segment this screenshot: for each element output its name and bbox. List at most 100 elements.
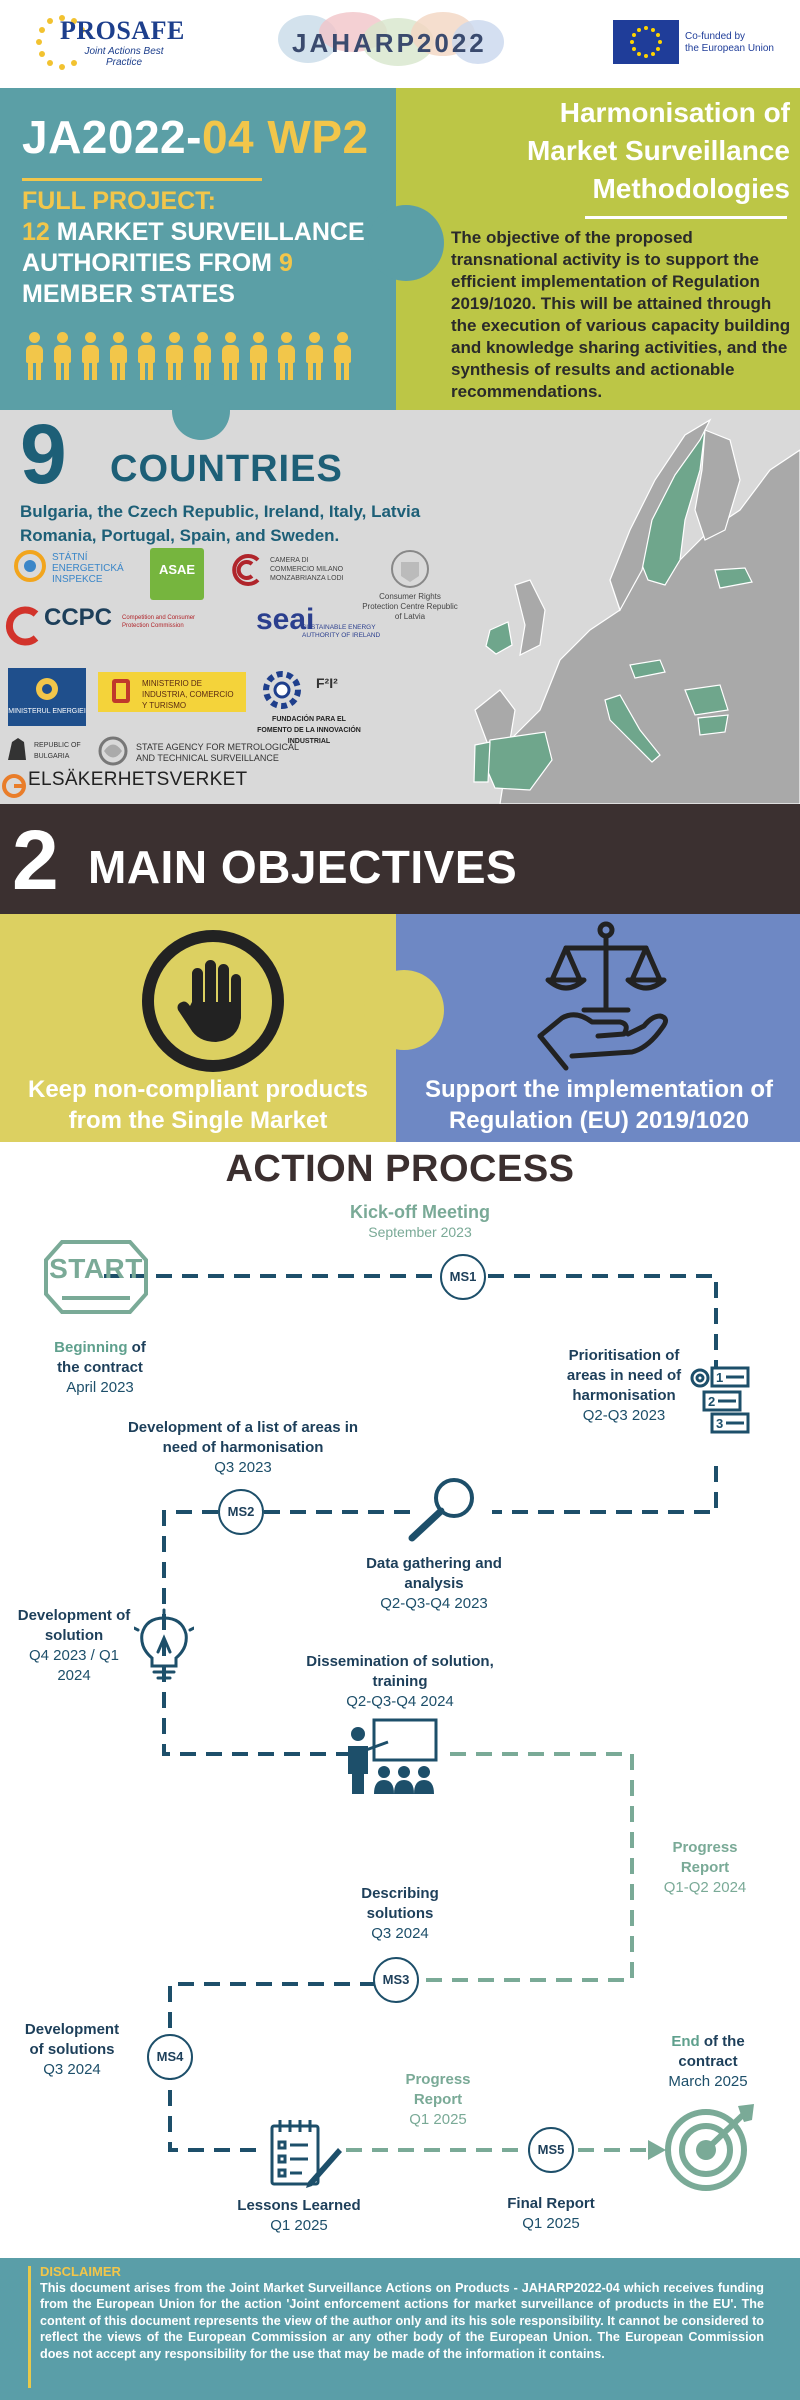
lessons-learned-date: Q1 2025 bbox=[270, 2217, 328, 2234]
jaharp-wordmark: JAHARP2022 bbox=[292, 28, 487, 58]
kickoff-title: Kick-off Meeting bbox=[349, 1202, 490, 1222]
end-title-b: of the bbox=[699, 2033, 745, 2050]
eu-flag-icon bbox=[613, 20, 679, 64]
bulgaria-lion-icon bbox=[8, 738, 26, 760]
inspekce-logo-text: STÁTNÍ ENERGETICKÁ INSPEKCE bbox=[52, 552, 124, 585]
person-icon bbox=[190, 332, 214, 380]
objectives-puzzle-notch bbox=[364, 970, 444, 1050]
person-icon bbox=[78, 332, 102, 380]
dissemination-title: Dissemination of solution, training bbox=[306, 1653, 494, 1690]
start-badge-icon bbox=[44, 1240, 148, 1314]
beginning-title-b: of bbox=[127, 1339, 146, 1356]
seai-logo: seai SUSTAINABLE ENERGY AUTHORITY OF IRE… bbox=[256, 605, 406, 652]
ccpc-subtitle: Competition and Consumer Protection Comm… bbox=[122, 615, 196, 629]
dev-solutions-date: Q3 2024 bbox=[43, 2061, 101, 2078]
disclaimer-panel bbox=[0, 2258, 800, 2400]
milestone-ms5: MS5 bbox=[528, 2127, 574, 2173]
disclaimer-title: DISCLAIMER bbox=[40, 2264, 121, 2279]
bulgaria-text: REPUBLIC OF BULGARIA bbox=[34, 742, 81, 760]
eu-text: Co-funded by the European Union bbox=[685, 31, 774, 55]
data-gathering-date: Q2-Q3-Q4 2023 bbox=[380, 1595, 488, 1612]
eu-cofunded-logo: Co-funded by the European Union bbox=[613, 20, 781, 66]
elsak-emblem-icon bbox=[2, 774, 26, 798]
romania-crest-icon bbox=[36, 678, 58, 700]
dev-list-date: Q3 2023 bbox=[214, 1459, 272, 1476]
lessons-learned-title: Lessons Learned bbox=[237, 2197, 361, 2214]
asae-logo: ASAE bbox=[150, 548, 204, 600]
countries-puzzle-notch bbox=[172, 382, 230, 440]
project-code-underline bbox=[22, 178, 262, 181]
milestone-ms2: MS2 bbox=[218, 1489, 264, 1535]
objectives-banner bbox=[0, 804, 800, 914]
inspekce-logo: STÁTNÍ ENERGETICKÁ INSPEKCE bbox=[12, 548, 132, 588]
dev-solutions-label: Development of solutions Q3 2024 bbox=[22, 2020, 122, 2080]
kickoff-label: Kick-off Meeting September 2023 bbox=[340, 1202, 500, 1242]
project-code: JA2022-04 WP2 bbox=[22, 110, 369, 164]
disclaimer-accent-bar bbox=[28, 2266, 31, 2388]
full-project-line2: AUTHORITIES FROM bbox=[22, 249, 279, 277]
end-title-a: End bbox=[671, 2033, 700, 2050]
dev-solutions-title: Development of solutions bbox=[24, 2021, 120, 2058]
people-icon-row bbox=[22, 332, 382, 384]
harmonisation-underline bbox=[585, 216, 787, 219]
hero-right-panel bbox=[396, 88, 800, 410]
prosafe-name: PROSAFE bbox=[60, 16, 185, 45]
beginning-title-c: the contract bbox=[57, 1359, 143, 1376]
fundacion-text: FUNDACIÓN PARA EL FOMENTO DE LA INNOVACI… bbox=[257, 716, 361, 745]
latvia-consumer-logo: Consumer Rights Protection Centre Republ… bbox=[362, 546, 458, 624]
person-icon bbox=[330, 332, 354, 380]
dev-list-title: Development of a list of areas in need o… bbox=[127, 1419, 359, 1456]
spain-crest-icon bbox=[112, 679, 130, 703]
end-of-contract-label: End of the contract March 2025 bbox=[648, 2032, 768, 2092]
prosafe-logo: PROSAFE Joint Actions Best Practice bbox=[32, 10, 184, 76]
person-icon bbox=[162, 332, 186, 380]
stop-hand-icon bbox=[142, 930, 284, 1072]
authorities-count: 12 bbox=[22, 218, 50, 246]
progress-report-1-title: Progress Report bbox=[672, 1839, 738, 1876]
action-process-title: ACTION PROCESS bbox=[225, 1148, 575, 1190]
elsakerhetsverket-logo: ELSÄKERHETSVERKET bbox=[2, 770, 247, 800]
progress-report-1-label: Progress Report Q1-Q2 2024 bbox=[650, 1838, 760, 1898]
elsak-wordmark: ELSÄKERHETSVERKET bbox=[28, 769, 248, 790]
jaharp-bubbles-icon bbox=[278, 12, 504, 66]
full-project-line3: MEMBER STATES bbox=[22, 280, 235, 308]
fundacion-mark: F²I² bbox=[316, 675, 338, 691]
svg-text:1: 1 bbox=[716, 1370, 723, 1385]
beginning-label: Beginning of the contract April 2023 bbox=[32, 1338, 168, 1398]
describing-date: Q3 2024 bbox=[371, 1925, 429, 1942]
objectives-title: MAIN OBJECTIVES bbox=[88, 841, 518, 893]
objective-left-text: Keep non-compliant products from the Sin… bbox=[27, 1076, 368, 1134]
prioritisation-title: Prioritisation of areas in need of harmo… bbox=[566, 1347, 682, 1404]
objective-right-text: Support the implementation of Regulation… bbox=[425, 1076, 773, 1134]
person-icon bbox=[274, 332, 298, 380]
svg-text:3: 3 bbox=[716, 1416, 723, 1431]
member-states-count: 9 bbox=[278, 249, 293, 277]
prosafe-stars-icon bbox=[36, 15, 85, 70]
person-icon bbox=[50, 332, 74, 380]
final-report-title: Final Report bbox=[507, 2195, 595, 2212]
target-icon bbox=[665, 2104, 754, 2191]
dissemination-label: Dissemination of solution, training Q2-Q… bbox=[296, 1652, 504, 1712]
fundacion-f2i2-logo: F²I² FUNDACIÓN PARA EL FOMENTO DE LA INN… bbox=[254, 666, 364, 745]
ccpc-wordmark: CCPC bbox=[44, 604, 113, 631]
checklist-icon bbox=[270, 2120, 342, 2188]
person-icon bbox=[246, 332, 270, 380]
country-list-line2: Romania, Portugal, Spain, and Sweden. bbox=[20, 526, 340, 545]
latvia-coat-of-arms-icon bbox=[391, 550, 429, 588]
dissemination-date: Q2-Q3-Q4 2024 bbox=[346, 1693, 454, 1710]
kickoff-date: September 2023 bbox=[368, 1224, 472, 1240]
prioritisation-label: Prioritisation of areas in need of harmo… bbox=[556, 1346, 692, 1426]
full-project-label: FULL PROJECT: bbox=[22, 187, 216, 215]
seai-subtitle: SUSTAINABLE ENERGY AUTHORITY OF IRELAND bbox=[302, 624, 381, 639]
ministerul-energiei-text: MINISTERUL ENERGIEI bbox=[8, 708, 86, 715]
inspekce-emblem-icon bbox=[14, 550, 46, 582]
dev-list-label: Development of a list of areas in need o… bbox=[126, 1418, 360, 1478]
person-icon bbox=[106, 332, 130, 380]
ccpc-emblem-icon bbox=[5, 606, 39, 646]
training-icon bbox=[348, 1718, 438, 1794]
milestone-ms1: MS1 bbox=[440, 1254, 486, 1300]
prioritisation-date: Q2-Q3 2023 bbox=[582, 1407, 666, 1424]
dev-solution-date: Q4 2023 / Q1 2024 bbox=[28, 1647, 120, 1684]
progress-report-2-title: Progress Report bbox=[405, 2071, 471, 2108]
dev-solution-label: Development of solution Q4 2023 / Q1 202… bbox=[16, 1606, 132, 1686]
